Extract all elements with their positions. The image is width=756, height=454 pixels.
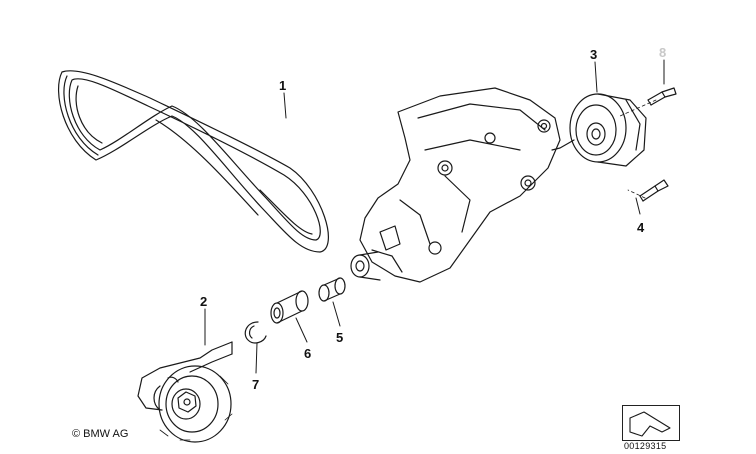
reference-box	[622, 405, 680, 441]
bolt-8	[619, 87, 677, 117]
idler-roller	[137, 341, 233, 443]
diagram-id: 00129315	[624, 441, 667, 451]
tensioner-roller	[551, 93, 647, 167]
copyright-text: © BMW AG	[72, 428, 129, 440]
drive-belt	[58, 70, 329, 253]
bolt-4	[627, 179, 669, 202]
callout-6: 6	[304, 346, 311, 361]
callout-2: 2	[200, 294, 207, 309]
leader-lines	[204, 59, 665, 374]
callout-4: 4	[637, 220, 645, 235]
sleeve-6	[270, 290, 309, 324]
callout-8: 8	[659, 45, 666, 60]
callout-7: 7	[252, 377, 259, 392]
tensioner-bracket	[350, 87, 561, 283]
bushing-5	[318, 277, 346, 302]
callout-3: 3	[590, 47, 597, 62]
callout-1: 1	[279, 78, 286, 93]
circlip-7	[244, 321, 267, 344]
callout-5: 5	[336, 330, 343, 345]
